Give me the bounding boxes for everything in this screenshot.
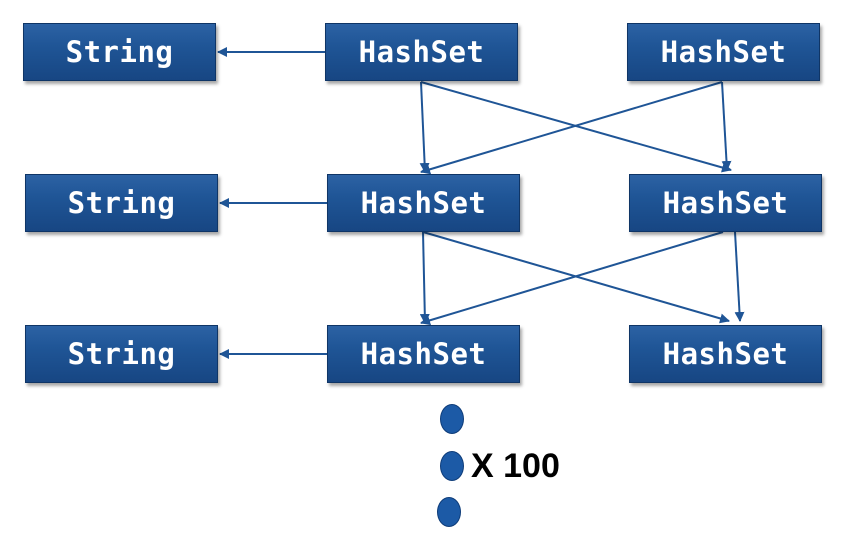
hashset-node-row1-right: HashSet <box>627 23 820 81</box>
ellipsis-dot-middle <box>440 451 464 481</box>
hashset-node-row2-right: HashSet <box>629 174 822 232</box>
hashset-node-row3-right: HashSet <box>629 325 822 383</box>
arrow-r1-right-to-r2-right <box>721 81 732 171</box>
ellipsis-dot-bottom <box>437 497 461 527</box>
hashset-node-row3-middle: HashSet <box>327 325 520 383</box>
string-node-row2: String <box>25 174 218 232</box>
hashset-node-row1-middle: HashSet <box>325 23 518 81</box>
arrow-r2-right-to-r3-middle <box>420 231 724 326</box>
string-node-row3: String <box>25 325 218 383</box>
arrow-r1-right-to-r2-middle <box>420 81 723 175</box>
string-node-row1: String <box>23 23 216 81</box>
repeat-count-label: X 100 <box>471 447 560 485</box>
hashset-node-row2-middle: HashSet <box>327 174 520 232</box>
arrow-r2-right-to-r3-right <box>734 231 745 322</box>
ellipsis-dot-top <box>440 404 464 434</box>
arrow-r1-middle-to-r2-middle <box>419 81 430 173</box>
arrow-r2-middle-to-r3-middle <box>419 231 430 324</box>
